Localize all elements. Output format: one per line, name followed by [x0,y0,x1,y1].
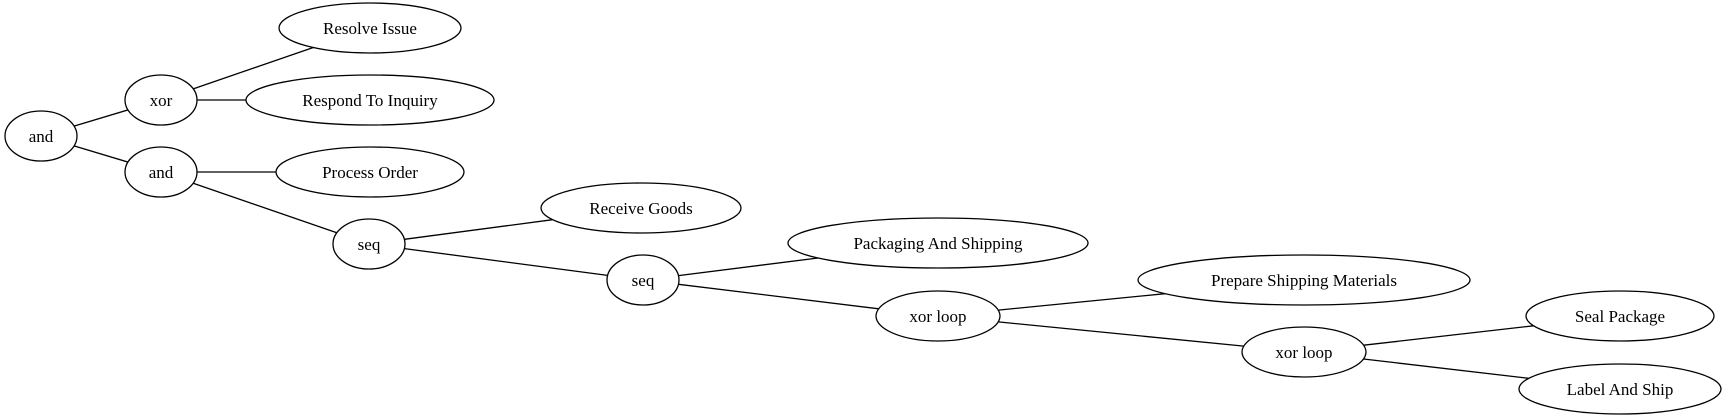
node-label: and [29,127,54,146]
node-ellipse [275,146,465,198]
tree-node: and [4,110,78,162]
tree-node: seq [332,218,406,270]
node-ellipse [278,2,462,54]
node-ellipse [540,182,742,234]
node-ellipse [1241,326,1367,378]
edge-n13-n14 [1363,325,1534,346]
node-label: seq [632,271,655,290]
node-label: Prepare Shipping Materials [1211,271,1397,290]
node-label: xor loop [909,307,966,326]
edge-n1-n2 [73,109,129,127]
node-ellipse [124,74,198,126]
tree-node: Process Order [275,146,465,198]
tree-node: xor loop [1241,326,1367,378]
tree-node: Seal Package [1525,290,1715,342]
tree-node: seq [606,254,680,306]
tree-node: Prepare Shipping Materials [1137,254,1471,306]
tree-node: xor [124,74,198,126]
node-ellipse [787,217,1089,269]
node-ellipse [875,290,1001,342]
node-label: Resolve Issue [323,19,417,38]
node-ellipse [1525,290,1715,342]
node-label: seq [358,235,381,254]
node-ellipse [332,218,406,270]
tree-node: and [124,146,198,198]
node-ellipse [606,254,680,306]
tree-node: Label And Ship [1518,363,1722,415]
node-label: xor [150,91,173,110]
tree-node: Respond To Inquiry [245,74,495,126]
tree-node: Packaging And Shipping [787,217,1089,269]
edges-layer [73,46,1534,379]
node-ellipse [124,146,198,198]
edge-n11-n12 [998,293,1166,311]
edge-n7-n8 [404,219,553,240]
node-ellipse [4,110,78,162]
edge-n5-n7 [192,182,338,234]
node-label: Label And Ship [1567,380,1674,399]
node-label: Process Order [322,163,418,182]
node-label: Seal Package [1575,307,1665,326]
node-ellipse [1518,363,1722,415]
edge-n1-n5 [73,145,129,163]
node-label: Packaging And Shipping [853,234,1023,253]
tree-node: xor loop [875,290,1001,342]
edge-n11-n13 [998,321,1244,347]
node-ellipse [245,74,495,126]
edge-n7-n9 [404,247,608,277]
edge-n13-n15 [1363,358,1529,379]
node-label: Receive Goods [589,199,692,218]
node-label: xor loop [1275,343,1332,362]
tree-node: Resolve Issue [278,2,462,54]
node-label: and [149,163,174,182]
edge-n2-n3 [192,46,314,90]
edge-n9-n10 [678,257,819,277]
node-ellipse [1137,254,1471,306]
tree-node: Receive Goods [540,182,742,234]
node-label: Respond To Inquiry [302,91,438,110]
edge-n9-n11 [678,283,879,310]
